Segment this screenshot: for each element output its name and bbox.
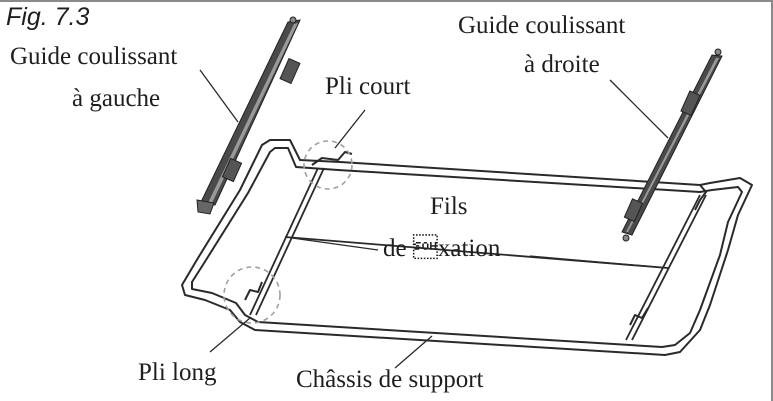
fils-label-line1: Fils — [430, 193, 468, 220]
pli-long-label: Pli long — [138, 359, 217, 386]
frame-inner-wire — [191, 147, 743, 348]
guide-right-label-line1: Guide coulissant — [458, 12, 626, 39]
fixation-wire-right-inner — [631, 194, 707, 341]
fixation-wire-left — [249, 167, 319, 316]
pli-long-circle — [223, 266, 281, 324]
leader-chassis — [394, 335, 433, 369]
leader-fils-right — [529, 255, 669, 269]
short-fold-bump — [311, 151, 353, 166]
right-rail-tab-1 — [680, 90, 701, 117]
guide-right-label-line2: à droite — [524, 51, 600, 78]
guide-left-label-line1: Guide coulissant — [10, 43, 178, 70]
right-slide-rail — [621, 48, 723, 242]
support-frame — [181, 139, 753, 356]
leader-pli-long — [209, 317, 251, 353]
leader-pli-court — [334, 109, 366, 149]
pli-court-label: Pli court — [325, 73, 411, 100]
callout-circles — [223, 140, 353, 324]
fils-label-line2: de xation — [383, 235, 501, 262]
left-rail-highlight — [208, 23, 298, 203]
pli-court-circle — [303, 140, 353, 190]
long-fold-bump — [244, 281, 263, 301]
guide-left-label-line2: à gauche — [72, 85, 161, 112]
fixation-wire-left-inner — [255, 167, 325, 316]
leader-fils-left — [291, 237, 379, 251]
right-rail-tab-2 — [623, 198, 644, 223]
left-rail-top-pin — [289, 16, 297, 24]
chassis-label: Châssis de support — [296, 366, 484, 393]
leader-guide-left — [199, 69, 239, 123]
left-slide-rail — [196, 16, 301, 215]
left-rail-tab-1 — [279, 57, 301, 85]
right-bend-back — [694, 184, 707, 211]
right-rail-bottom-pin — [622, 234, 630, 242]
left-rail-end — [196, 199, 215, 215]
leader-lines — [199, 69, 669, 369]
figure-number: Fig. 7.3 — [6, 3, 90, 31]
leader-guide-right — [609, 79, 669, 139]
left-rail-tab-2 — [221, 157, 243, 183]
right-rail-top-pin — [714, 48, 722, 56]
